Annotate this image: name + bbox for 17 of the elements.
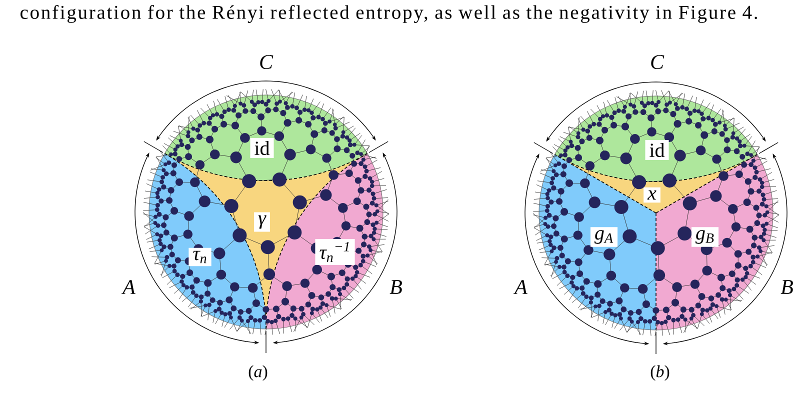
arc-label: A [513, 280, 528, 294]
region-label: τ$_{n}$−1 [315, 239, 355, 265]
panel-label: (a) [248, 365, 268, 381]
arc-label: A [121, 280, 136, 294]
panel-label: (b) [650, 365, 670, 381]
region-label: γ [254, 212, 270, 232]
region-label: g$_{B}$ [691, 227, 719, 247]
text-line: configuration for the Rényi reflected entropy, as well as the negativity in Figure 4. [20, 5, 757, 23]
arc-label: B [780, 280, 793, 294]
region-label: id [645, 140, 669, 160]
region-label: g$_{A}$ [590, 227, 618, 247]
arc-label: C [651, 54, 664, 70]
arc-label: C [260, 54, 274, 70]
region-label: id [250, 138, 274, 158]
region-label: τ$_{n}$ [188, 248, 212, 266]
region-label: x [644, 187, 660, 203]
arc-label: B [390, 280, 402, 294]
